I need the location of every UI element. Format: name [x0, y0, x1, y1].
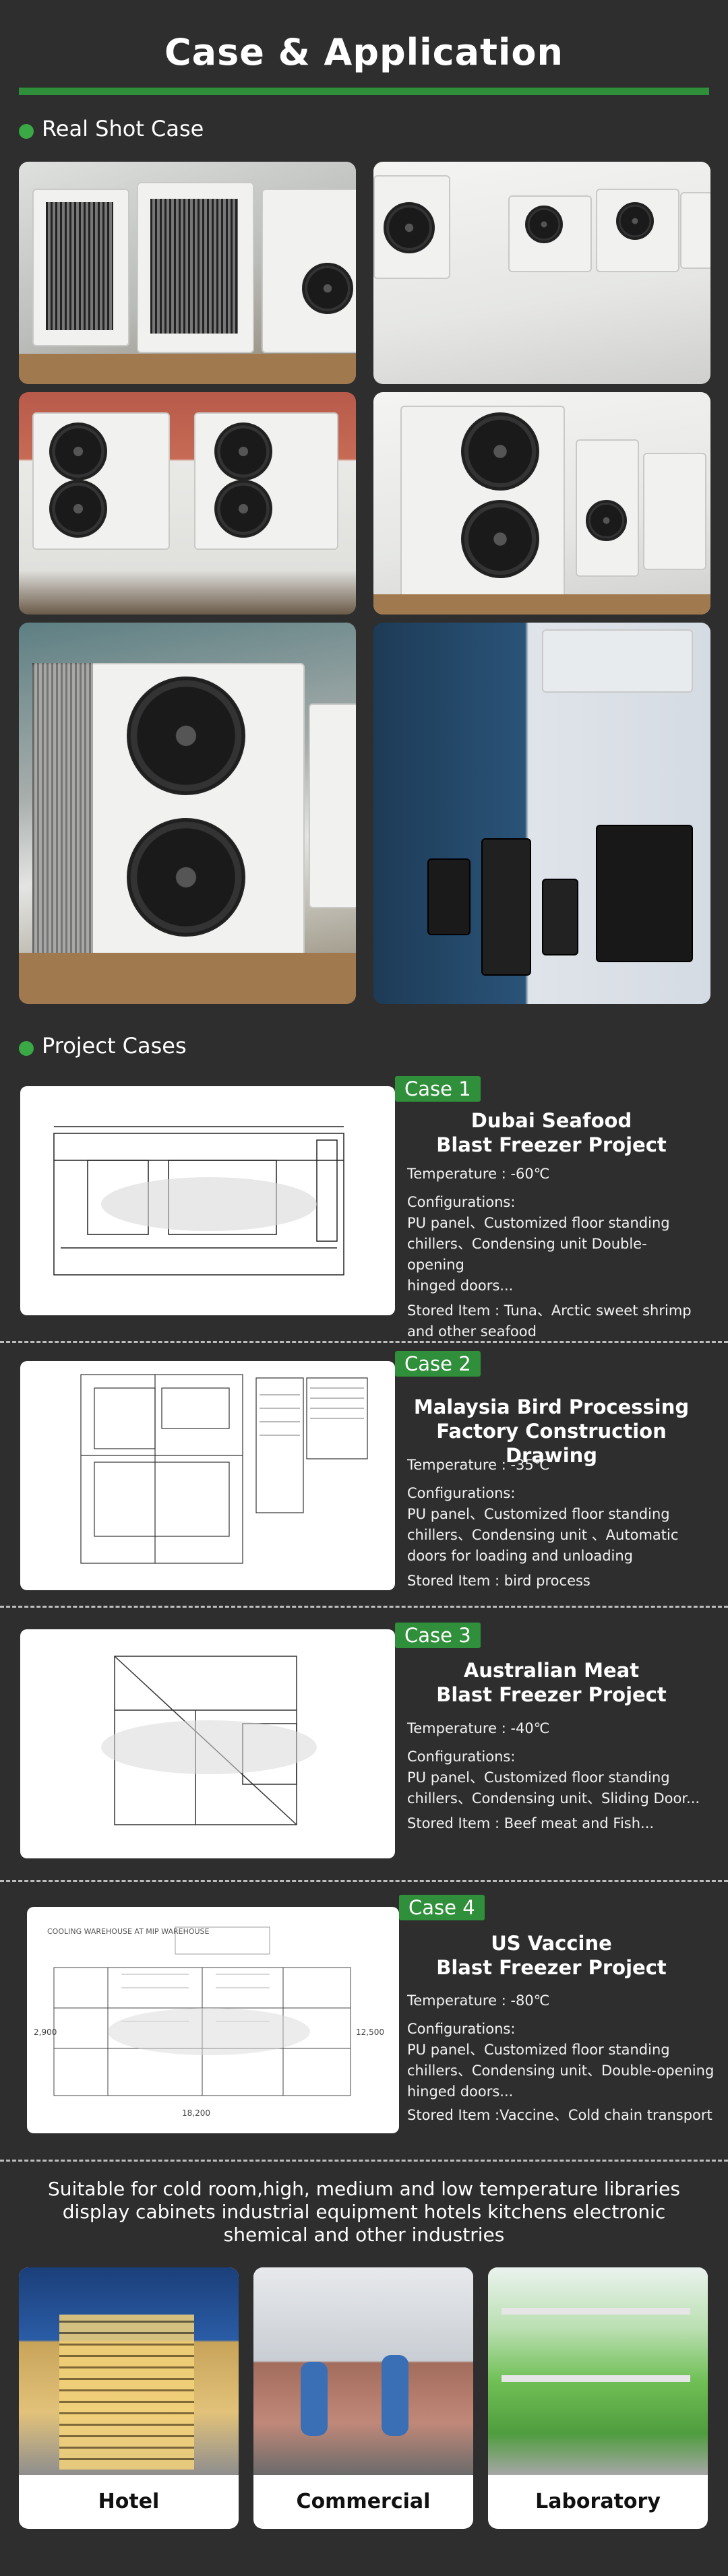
- section-title-projects: Project Cases: [42, 1033, 187, 1059]
- suitable-statement: Suitable for cold room,high, medium and …: [27, 2178, 701, 2247]
- case-4-title-line-1: US Vaccine: [491, 1932, 612, 1955]
- photo-real-shot-1: [19, 162, 356, 384]
- case-3-badge: Case 3: [395, 1623, 481, 1648]
- case-2-details: Temperature : -35℃ Configurations: PU pa…: [407, 1455, 704, 1592]
- case-4-details: Temperature : -80℃ Configurations: PU pa…: [407, 1990, 724, 2126]
- case-4-drawing-caption: COOLING WAREHOUSE AT MIP WAREHOUSE: [47, 1927, 210, 1936]
- app-card-hotel: Hotel: [19, 2267, 239, 2529]
- case-1-config-label: Configurations:: [407, 1194, 516, 1210]
- suitable-line-2: display cabinets industrial equipment ho…: [62, 2201, 666, 2223]
- case-3-title: Australian Meat Blast Freezer Project: [402, 1658, 701, 1707]
- case-4-drawing: COOLING WAREHOUSE AT MIP WAREHOUSE 18,20…: [27, 1907, 399, 2133]
- photo-real-shot-6: [373, 623, 710, 1004]
- case-divider: [0, 1341, 728, 1343]
- case-3-title-line-1: Australian Meat: [463, 1659, 640, 1682]
- case-2-config-line: chillers、Condensing unit 、Automatic: [407, 1527, 679, 1543]
- case-4-config-line: PU panel、Customized floor standing: [407, 2042, 670, 2058]
- section-title-real-shot: Real Shot Case: [42, 116, 204, 142]
- case-3-drawing: [20, 1629, 395, 1858]
- app-label-hotel: Hotel: [98, 2490, 160, 2513]
- case-1-config-line: hinged doors...: [407, 1278, 514, 1294]
- case-4-dim-left: 2,900: [34, 2028, 57, 2037]
- case-4-config-label: Configurations:: [407, 2021, 516, 2037]
- case-3-config-line: PU panel、Customized floor standing: [407, 1769, 670, 1786]
- suitable-line-3: shemical and other industries: [223, 2224, 505, 2246]
- case-2-title: Malaysia Bird Processing Factory Constru…: [402, 1395, 701, 1468]
- case-1-config-line: PU panel、Customized floor standing: [407, 1215, 670, 1231]
- case-divider: [0, 1880, 728, 1882]
- page-title: Case & Application: [164, 31, 564, 73]
- suitable-line-1: Suitable for cold room,high, medium and …: [48, 2178, 680, 2200]
- case-3-config-line: chillers、Condensing unit、Sliding Door...: [407, 1790, 700, 1807]
- case-2-badge: Case 2: [395, 1351, 481, 1377]
- case-4-title: US Vaccine Blast Freezer Project: [402, 1931, 701, 1980]
- bullet-dot: [19, 1041, 34, 1056]
- laboratory-image: [488, 2267, 708, 2475]
- case-1-title-line-1: Dubai Seafood: [471, 1109, 632, 1132]
- case-2-config-label: Configurations:: [407, 1485, 516, 1501]
- case-4-title-line-2: Blast Freezer Project: [436, 1956, 667, 1979]
- case-2-config-line: PU panel、Customized floor standing: [407, 1506, 670, 1522]
- photo-real-shot-3: [19, 392, 356, 615]
- hotel-image: [19, 2267, 239, 2475]
- case-4-dim-bottom: 18,200: [182, 2108, 210, 2118]
- case-2-stored: Stored Item : bird process: [407, 1573, 590, 1589]
- case-3-config-label: Configurations:: [407, 1749, 516, 1765]
- app-card-commercial-kitchen: Commercial Kitchen: [253, 2267, 473, 2529]
- case-3-title-line-2: Blast Freezer Project: [436, 1683, 667, 1706]
- app-label-commercial-kitchen: Commercial Kitchen: [296, 2490, 431, 2513]
- case-1-temperature: Temperature : -60℃: [407, 1166, 550, 1182]
- case-2-title-line-2: Factory Construction Drawing: [436, 1420, 667, 1467]
- case-divider: [0, 2160, 728, 2162]
- case-1-title-line-2: Blast Freezer Project: [436, 1133, 667, 1156]
- case-4-config-line: chillers、Condensing unit、Double-opening: [407, 2063, 715, 2079]
- case-2-config-line: doors for loading and unloading: [407, 1548, 634, 1564]
- case-3-stored: Stored Item : Beef meat and Fish...: [407, 1815, 655, 1831]
- app-card-laboratory: Laboratory: [488, 2267, 708, 2529]
- case-1-stored: Stored Item : Tuna、Arctic sweet shrimp: [407, 1302, 692, 1319]
- case-4-dim-right: 12,500: [356, 2028, 384, 2037]
- case-3-temperature: Temperature : -40℃: [407, 1720, 550, 1736]
- case-divider: [0, 1606, 728, 1608]
- bullet-dot: [19, 124, 34, 139]
- case-2-title-line-1: Malaysia Bird Processing: [413, 1395, 690, 1418]
- case-1-drawing: [20, 1086, 395, 1315]
- title-rule: [19, 88, 709, 95]
- app-label-laboratory: Laboratory: [535, 2490, 661, 2513]
- case-3-details: Temperature : -40℃ Configurations: PU pa…: [407, 1718, 704, 1834]
- case-2-temperature: Temperature : -35℃: [407, 1457, 550, 1473]
- case-4-badge: Case 4: [399, 1895, 485, 1920]
- photo-real-shot-5: [19, 623, 356, 1004]
- case-4-stored: Stored Item :Vaccine、Cold chain transpor…: [407, 2107, 712, 2123]
- photo-real-shot-2: [373, 162, 710, 384]
- case-1-title: Dubai Seafood Blast Freezer Project: [402, 1108, 701, 1157]
- kitchen-image: [253, 2267, 473, 2475]
- case-1-badge: Case 1: [395, 1076, 481, 1102]
- case-2-drawing: [20, 1361, 395, 1590]
- case-1-stored: and other seafood: [407, 1323, 537, 1340]
- case-1-config-line: chillers、Condensing unit Double-opening: [407, 1236, 647, 1273]
- case-1-details: Temperature : -60℃ Configurations: PU pa…: [407, 1164, 704, 1342]
- case-4-temperature: Temperature : -80℃: [407, 1992, 550, 2009]
- case-4-config-line: hinged doors...: [407, 2083, 514, 2100]
- photo-real-shot-4: [373, 392, 710, 615]
